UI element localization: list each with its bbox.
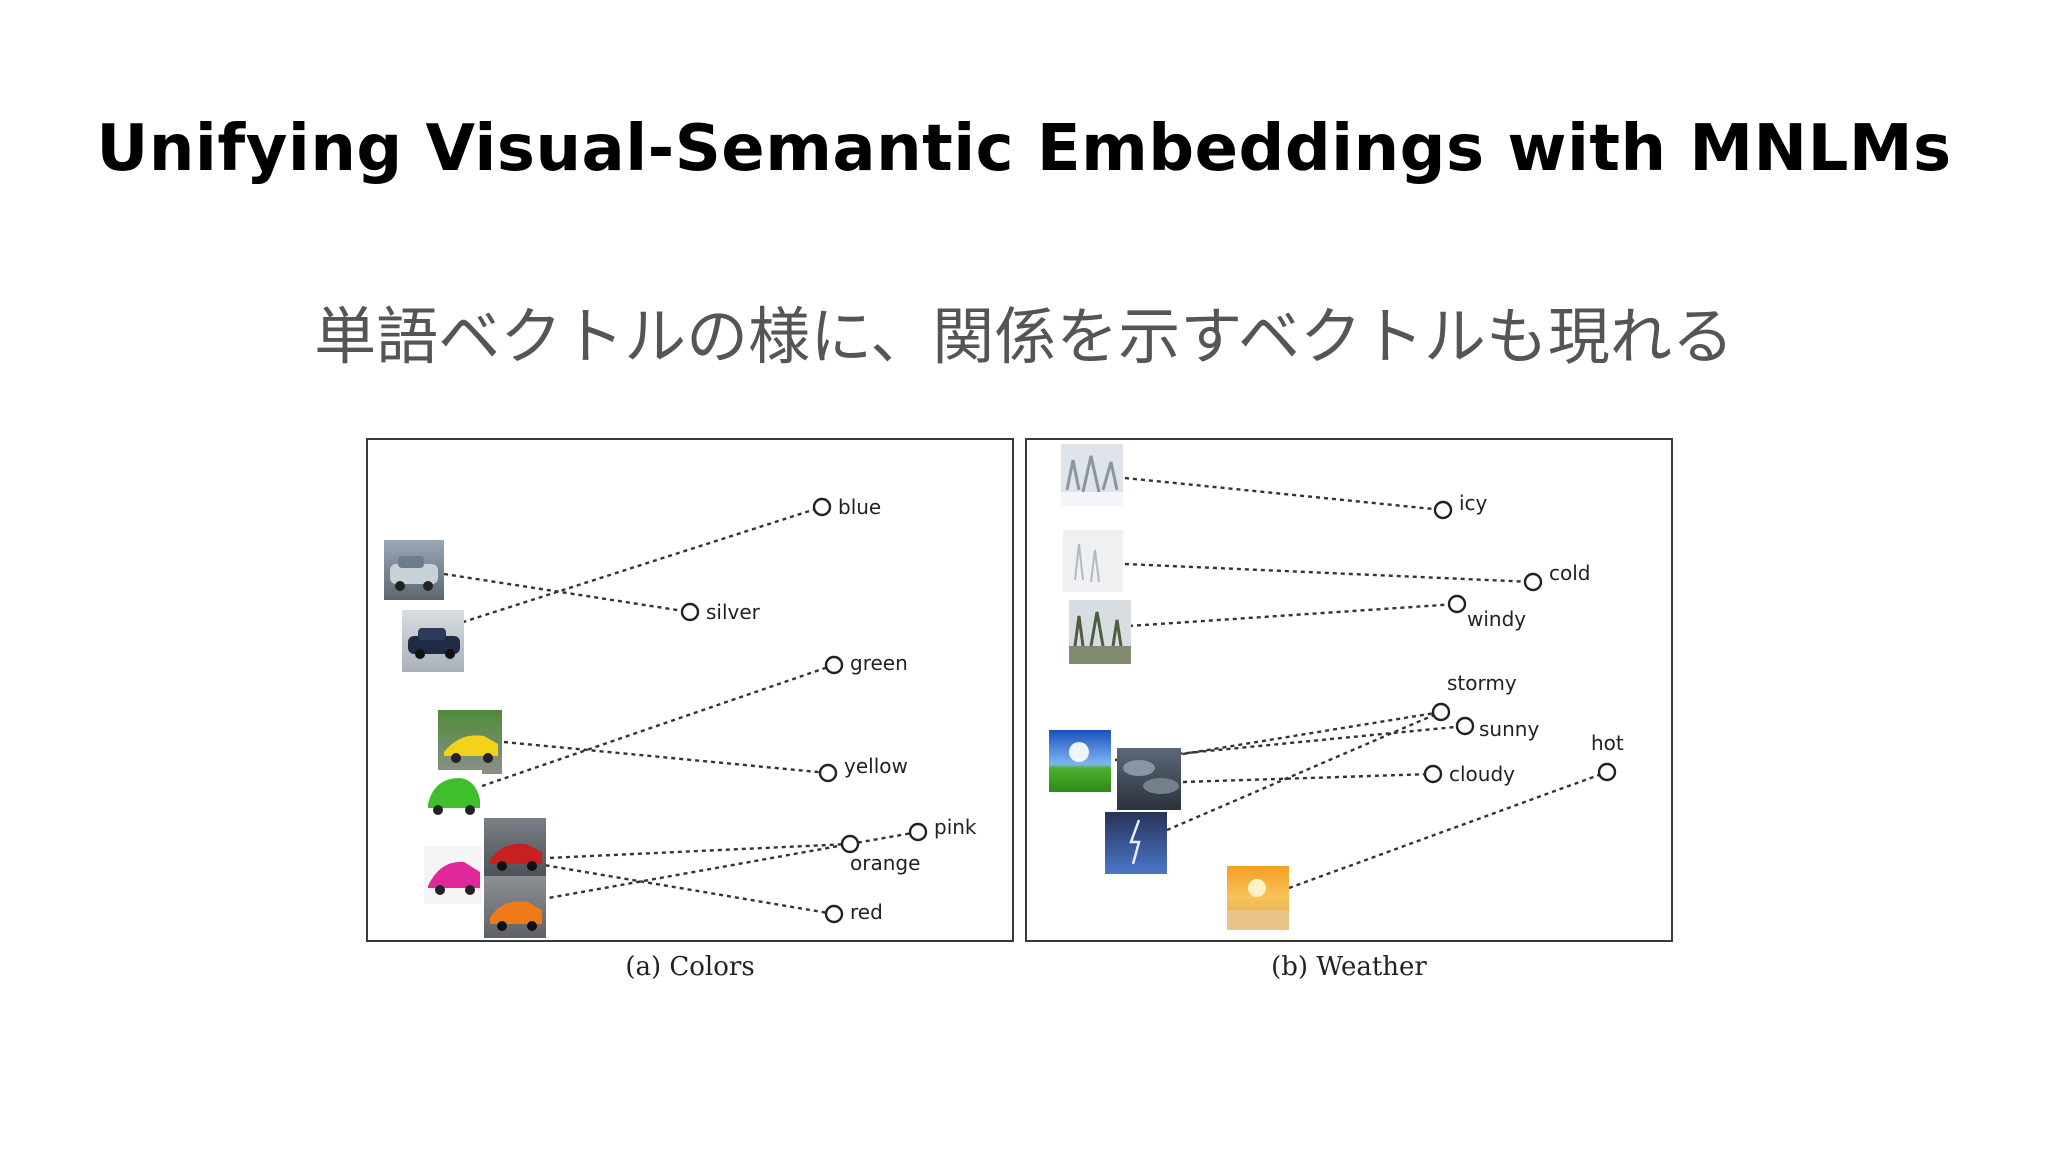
- slide-subtitle: 単語ベクトルの様に、関係を示すベクトルも現れる: [314, 300, 1734, 373]
- word-node-stormy: stormy: [1431, 671, 1517, 722]
- sunny-meadow-image: [1049, 730, 1111, 792]
- silver-car-image: [384, 540, 444, 600]
- weather-caption: (b) Weather: [1271, 952, 1427, 982]
- word-node-orange: orange: [840, 834, 920, 875]
- weather-panel: icy cold windy stormy sunny cloudy hot: [1025, 438, 1673, 942]
- link-silver-car-silver: [443, 572, 691, 614]
- hot-desert-image: [1227, 866, 1289, 930]
- word-node-blue: blue: [812, 495, 881, 519]
- word-label-orange: orange: [850, 851, 920, 875]
- lightning-storm-image: [1105, 812, 1167, 874]
- colors-panel: blue silver green yellow pink orange red: [366, 438, 1014, 942]
- word-label-icy: icy: [1459, 491, 1488, 515]
- link-cloudy-sky-stormy: [1182, 710, 1442, 756]
- cloudy-sky-image: [1117, 748, 1181, 810]
- link-cloudy-sky-cloudy: [1182, 772, 1434, 784]
- colors-caption: (a) Colors: [625, 952, 755, 982]
- word-node-green: green: [824, 651, 908, 675]
- link-blue-car-blue: [431, 505, 823, 634]
- word-node-cold: cold: [1523, 561, 1590, 592]
- weather-diagram: icy cold windy stormy sunny cloudy hot: [1049, 444, 1624, 930]
- link-road-windy: [1128, 602, 1458, 628]
- word-label-hot: hot: [1591, 731, 1624, 755]
- colors-diagram: blue silver green yellow pink orange red: [384, 495, 977, 938]
- word-label-silver: silver: [706, 600, 761, 624]
- colors-links: [431, 505, 919, 916]
- link-snowy-icy: [1124, 476, 1444, 512]
- word-node-hot: hot: [1591, 731, 1624, 782]
- link-red-car-orange: [525, 842, 851, 861]
- word-label-cold: cold: [1549, 561, 1590, 585]
- word-node-icy: icy: [1433, 491, 1488, 520]
- slide-title: Unifying Visual-Semantic Embeddings with…: [96, 112, 1952, 186]
- word-node-sunny: sunny: [1455, 716, 1539, 741]
- blue-car-image: [402, 610, 464, 672]
- frosty-field-image: [1063, 530, 1123, 592]
- word-label-green: green: [850, 651, 908, 675]
- word-label-yellow: yellow: [844, 754, 908, 778]
- link-frosty-cold: [1124, 562, 1534, 584]
- word-label-red: red: [850, 900, 883, 924]
- link-lightning-stormy: [1166, 710, 1442, 832]
- word-node-cloudy: cloudy: [1423, 762, 1515, 786]
- word-label-pink: pink: [934, 815, 977, 839]
- word-node-silver: silver: [680, 600, 761, 624]
- pink-car-image: [424, 846, 482, 904]
- word-node-pink: pink: [908, 815, 977, 842]
- word-node-windy: windy: [1447, 594, 1526, 631]
- link-yellow-car-yellow: [503, 740, 829, 775]
- windy-road-image: [1069, 600, 1131, 664]
- word-label-sunny: sunny: [1479, 717, 1539, 741]
- link-green-car-green: [481, 663, 835, 788]
- red-car-image: [484, 818, 546, 880]
- orange-car-image: [484, 876, 546, 938]
- link-orange-pink: [849, 830, 919, 846]
- weather-links: [1114, 476, 1608, 890]
- link-red-car-red: [513, 858, 835, 916]
- word-node-yellow: yellow: [818, 754, 908, 783]
- green-car-image: [424, 770, 482, 820]
- word-label-blue: blue: [838, 495, 881, 519]
- snowy-trees-image: [1061, 444, 1123, 506]
- link-orange-car-orange: [525, 842, 851, 904]
- word-node-red: red: [824, 900, 883, 924]
- word-label-cloudy: cloudy: [1449, 762, 1515, 786]
- word-label-stormy: stormy: [1447, 671, 1517, 695]
- yellow-car-image: [438, 710, 502, 774]
- word-label-windy: windy: [1467, 607, 1526, 631]
- link-desert-hot: [1288, 770, 1608, 890]
